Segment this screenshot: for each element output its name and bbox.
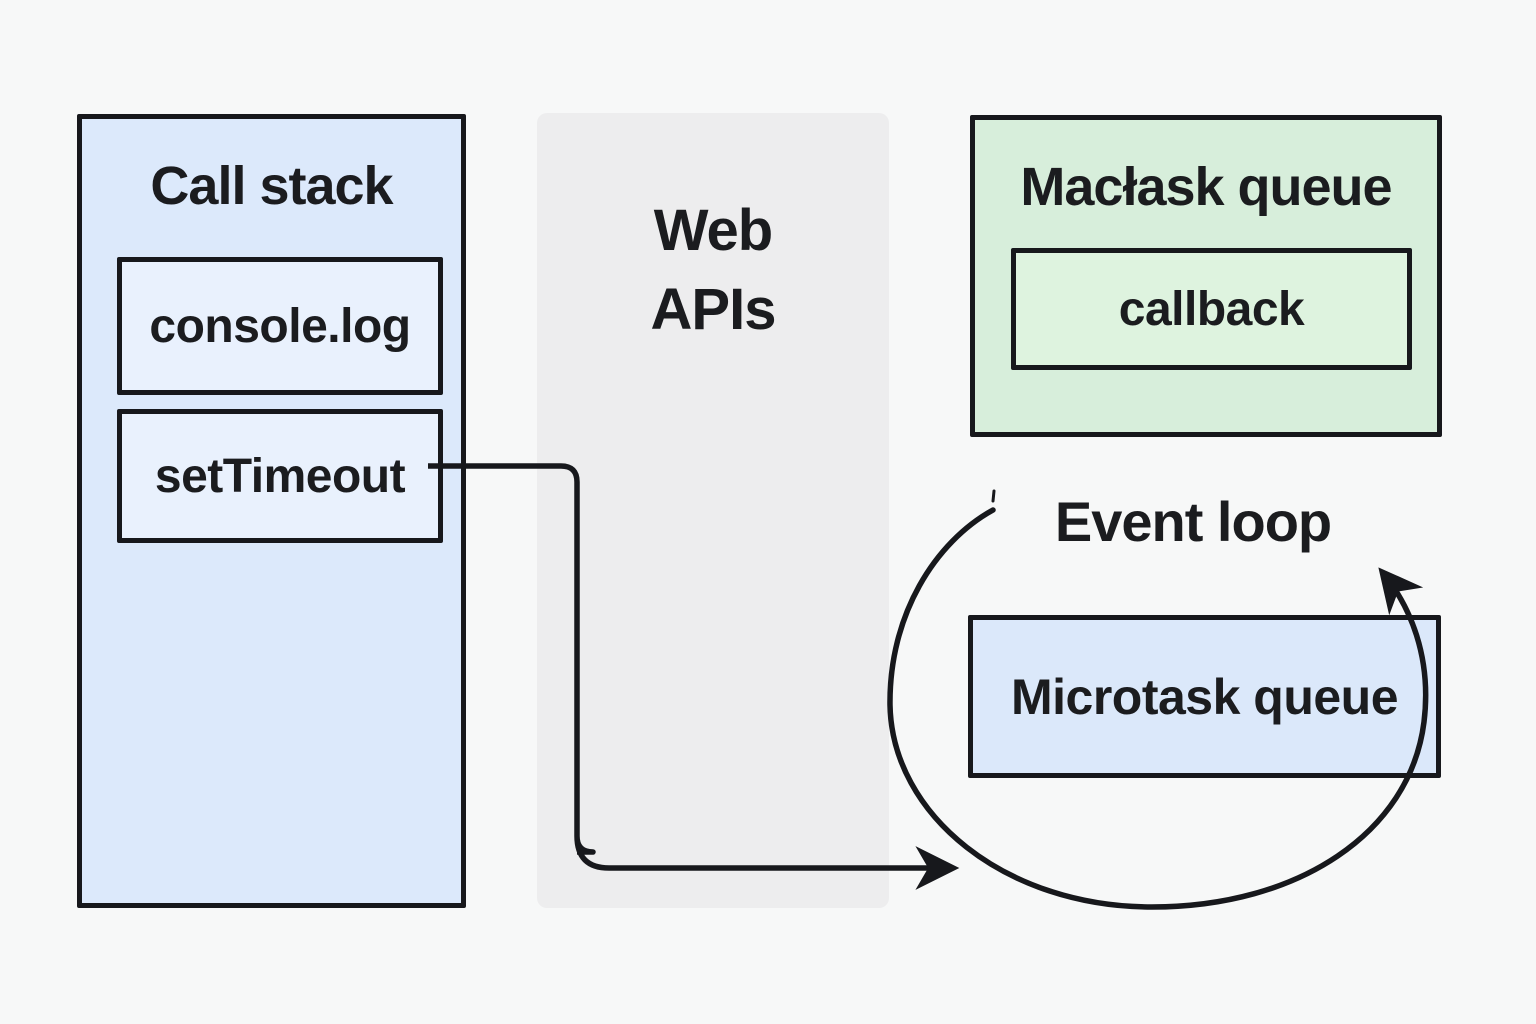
call-stack-box: Call stack console.log setTimeout — [77, 114, 466, 908]
web-apis-title: Web APIs — [537, 191, 889, 349]
web-apis-panel: Web APIs — [537, 113, 889, 908]
event-loop-label: Event loop — [1054, 490, 1332, 553]
callback-item: callback — [1011, 248, 1412, 370]
stack-frame-settimeout: setTimeout — [117, 409, 443, 543]
callback-label: callback — [1118, 282, 1305, 336]
macrotask-queue-title: Macłask queue — [1020, 157, 1392, 217]
web-apis-title-line2: APIs — [650, 277, 777, 342]
web-apis-title-line1: Web — [653, 198, 773, 263]
call-stack-title: Call stack — [150, 156, 393, 216]
microtask-queue-label: Microtask queue — [1010, 668, 1399, 725]
macrotask-queue-box: Macłask queue callback — [970, 115, 1442, 437]
arc-start-tick — [991, 489, 996, 503]
stack-frame-label: setTimeout — [154, 449, 406, 503]
stack-frame-console-log: console.log — [117, 257, 443, 395]
stack-frame-label: console.log — [149, 299, 411, 353]
microtask-queue-box: Microtask queue — [968, 615, 1441, 778]
